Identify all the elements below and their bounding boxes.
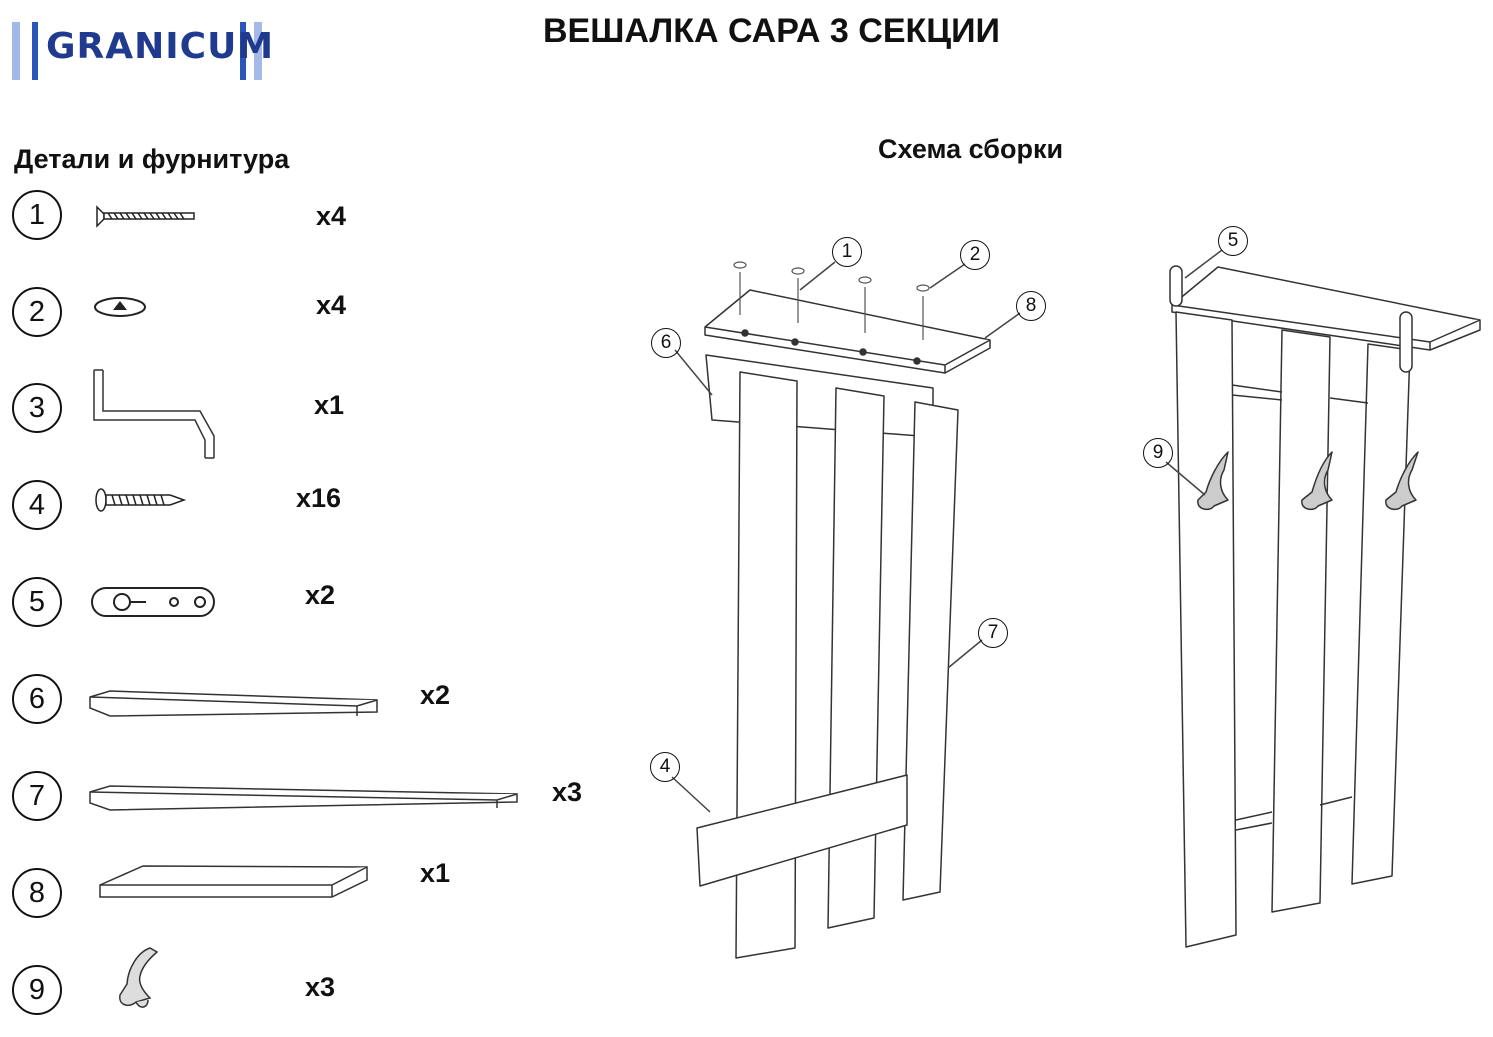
part-quantity-4: x16 <box>296 483 342 513</box>
part-number-label: 6 <box>28 682 46 715</box>
screw-cap-icon <box>94 297 146 317</box>
part-number-8: 8 <box>12 868 62 918</box>
part-quantity-9: x3 <box>305 972 336 1002</box>
part-quantity-1: x4 <box>316 201 347 231</box>
part-number-label: 8 <box>28 876 46 909</box>
part-number-label: 1 <box>28 198 46 231</box>
long-screw-icon <box>96 205 195 228</box>
callout-2: 2 <box>960 240 990 270</box>
part-number-label: 4 <box>28 488 46 521</box>
part-number-2: 2 <box>12 287 62 337</box>
part-number-label: 7 <box>28 779 46 812</box>
part-quantity-6: x2 <box>420 680 451 710</box>
brand-name: GRANICUM <box>46 26 275 67</box>
part-number-9: 9 <box>12 965 62 1015</box>
part-quantity-8: x1 <box>420 858 451 888</box>
assembled-crossbars <box>1231 384 1369 831</box>
part-quantity-7: x3 <box>552 777 583 807</box>
part-quantity-2: x4 <box>316 290 347 320</box>
assembled-hooks <box>1197 451 1419 511</box>
assembly-heading: Схема сборки <box>878 134 1064 164</box>
exploded-shelf <box>704 289 991 374</box>
exploded-slats <box>735 371 959 959</box>
part-quantity-3: x1 <box>314 390 345 420</box>
part-number-1: 1 <box>12 190 62 240</box>
crossbar-panel-icon <box>89 690 378 717</box>
part-number-label: 9 <box>28 973 46 1006</box>
short-screw-icon <box>95 488 187 512</box>
parts-heading: Детали и фурнитура <box>14 144 290 174</box>
callout-6: 6 <box>651 328 681 358</box>
logo-frame <box>12 22 262 80</box>
part-number-label: 3 <box>28 391 46 424</box>
callout-7: 7 <box>978 618 1008 648</box>
exploded-bottom-crossbar <box>696 774 908 887</box>
coat-hook-icon <box>119 947 159 1008</box>
part-number-3: 3 <box>12 383 62 433</box>
shelf-panel-icon <box>99 865 368 898</box>
part-icons <box>89 205 518 1008</box>
hanging-plate-icon <box>91 587 215 617</box>
part-number-5: 5 <box>12 577 62 627</box>
callout-8: 8 <box>1016 291 1046 321</box>
callout-1: 1 <box>832 237 862 267</box>
assembled-slats <box>1175 311 1411 948</box>
part-number-7: 7 <box>12 771 62 821</box>
vertical-slat-icon <box>89 785 518 811</box>
part-number-4: 4 <box>12 480 62 530</box>
hex-key-icon <box>93 369 215 459</box>
part-number-label: 5 <box>28 585 46 618</box>
assembled-plates <box>1169 265 1413 373</box>
page-title: ВЕШАЛКА САРА 3 СЕКЦИИ <box>543 12 1000 50</box>
callout-leaders <box>671 249 1223 813</box>
part-number-label: 2 <box>28 295 46 328</box>
callout-4: 4 <box>650 752 680 782</box>
part-number-6: 6 <box>12 674 62 724</box>
callout-5: 5 <box>1218 226 1248 256</box>
exploded-long-screws <box>733 261 930 340</box>
part-quantity-5: x2 <box>305 580 336 610</box>
callout-9: 9 <box>1143 438 1173 468</box>
brand-logo: GRANICUM <box>12 14 273 82</box>
